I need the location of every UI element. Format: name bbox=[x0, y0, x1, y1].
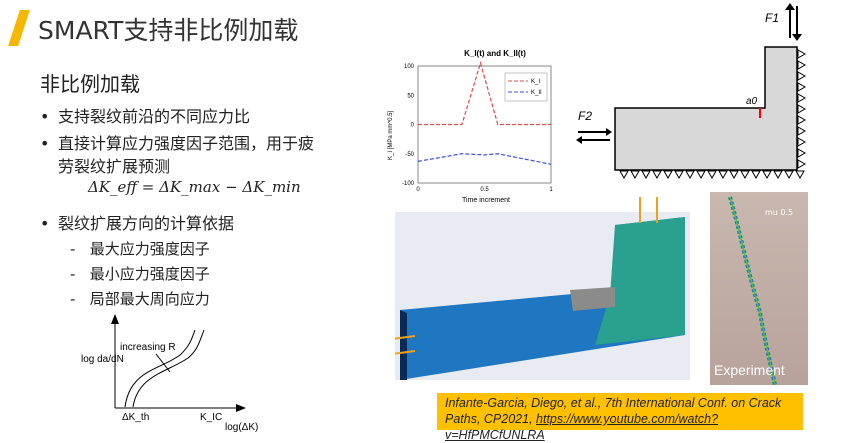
x-tick-label: 0 bbox=[416, 187, 420, 193]
support-triangle bbox=[674, 170, 684, 180]
f1-label: F1 bbox=[765, 11, 779, 25]
support-triangle bbox=[784, 170, 794, 180]
x-left-label: ΔK_th bbox=[122, 412, 149, 423]
support-triangle bbox=[630, 170, 640, 180]
support-triangle bbox=[652, 170, 662, 180]
y-tick-label: 100 bbox=[404, 64, 415, 70]
scale-label: mu 0.5 bbox=[765, 208, 794, 217]
x-tick-label: 0.5 bbox=[480, 187, 489, 193]
support-triangle bbox=[696, 170, 706, 180]
support-triangle bbox=[707, 170, 717, 180]
support-triangle bbox=[751, 170, 761, 180]
sub-item: - 最小应力强度因子 bbox=[70, 265, 210, 283]
x-right-label: K_IC bbox=[200, 412, 222, 423]
support-triangle bbox=[685, 170, 695, 180]
support-triangle bbox=[795, 170, 805, 180]
citation-text: Infante-Garcia, Diego, et al., 7th Inter… bbox=[445, 396, 782, 426]
support-triangle bbox=[797, 137, 807, 147]
experiment-label: Experiment bbox=[714, 362, 785, 378]
arrow-down-icon bbox=[792, 34, 802, 41]
series-K_II bbox=[417, 153, 552, 165]
bullet-cont: 劳裂纹扩展预测 bbox=[58, 157, 171, 176]
a0-label: a0 bbox=[746, 96, 758, 107]
y-tick-label: 0 bbox=[411, 123, 415, 129]
f2-label: F2 bbox=[578, 109, 592, 123]
bullet: •支持裂纹前沿的不同应力比 bbox=[40, 107, 251, 126]
slide-title: SMART支持非比例加载 bbox=[38, 16, 299, 45]
citation-box: Infante-Garcia, Diego, et al., 7th Inter… bbox=[437, 393, 803, 442]
y-label: log da/dN bbox=[81, 354, 124, 365]
support-triangle bbox=[797, 49, 807, 59]
support-triangle bbox=[718, 170, 728, 180]
support-triangle bbox=[797, 60, 807, 70]
support-triangle bbox=[797, 93, 807, 103]
support-triangle bbox=[619, 170, 629, 180]
support-triangle bbox=[797, 126, 807, 136]
bullet: •直接计算应力强度因子范围，用于疲 bbox=[40, 134, 315, 153]
support-triangle bbox=[797, 148, 807, 158]
y-axis-label: K_I [MPa mm^0.5] bbox=[388, 111, 394, 160]
support-triangle bbox=[762, 170, 772, 180]
y-tick-label: -100 bbox=[402, 181, 415, 187]
legend-ki: K_I bbox=[531, 79, 540, 85]
experiment-photo: mu 0.5 Experiment bbox=[710, 192, 808, 385]
legend-kii: K_II bbox=[531, 90, 542, 96]
fe-mesh-image bbox=[395, 197, 690, 380]
support-triangle bbox=[663, 170, 673, 180]
support-triangle bbox=[797, 159, 807, 169]
support-triangle bbox=[797, 82, 807, 92]
series-K_I bbox=[418, 60, 551, 126]
support-triangle bbox=[641, 170, 651, 180]
section-heading: 非比例加载 bbox=[40, 72, 140, 96]
x-axis-label: Time increment bbox=[462, 197, 510, 204]
support-triangle bbox=[797, 104, 807, 114]
chart-title: K_I(t) and K_II(t) bbox=[464, 49, 526, 58]
bullet: •裂纹扩展方向的计算依据 bbox=[40, 214, 235, 233]
crack-growth-sketch: log da/dN increasing R ΔK_th K_IC log(ΔK… bbox=[81, 314, 258, 433]
title-accent bbox=[8, 10, 30, 46]
support-triangle bbox=[773, 170, 783, 180]
x-tick-label: 1 bbox=[549, 187, 553, 193]
specimen-diagram: F1 F2 a0 bbox=[576, 3, 807, 180]
legend bbox=[504, 72, 548, 102]
x-label: log(ΔK) bbox=[225, 422, 258, 433]
sub-item: - 最大应力强度因子 bbox=[70, 240, 210, 258]
annotation: increasing R bbox=[120, 342, 176, 353]
support-triangle bbox=[729, 170, 739, 180]
support-triangle bbox=[797, 71, 807, 81]
formula: ΔK_eff = ΔK_max − ΔK_min bbox=[88, 178, 301, 196]
support-triangle bbox=[797, 115, 807, 125]
support-triangle bbox=[740, 170, 750, 180]
y-tick-label: -50 bbox=[405, 152, 414, 158]
sub-item: - 局部最大周向应力 bbox=[70, 290, 210, 308]
y-tick-label: 50 bbox=[407, 93, 414, 99]
arrow-up-icon bbox=[785, 3, 795, 10]
